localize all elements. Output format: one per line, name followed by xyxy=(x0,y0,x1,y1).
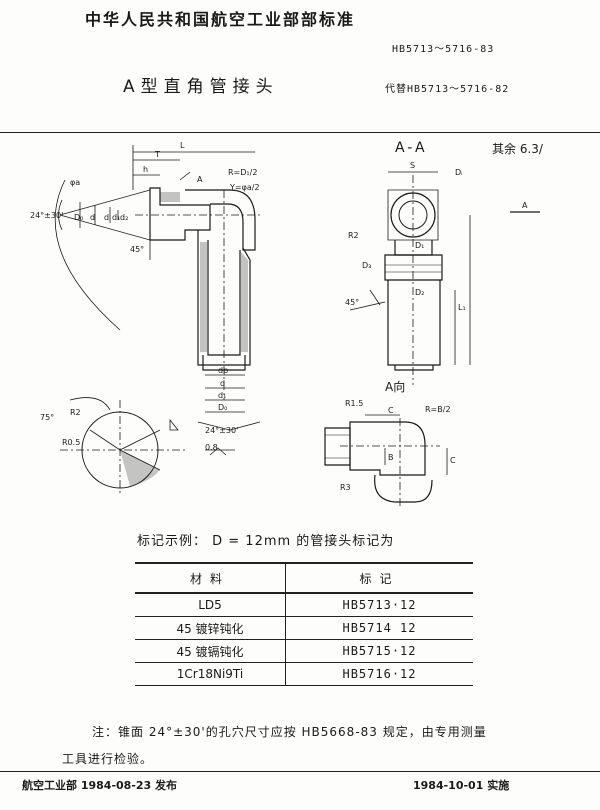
material-cell: 45 镀锌钝化 xyxy=(135,616,286,640)
dim-angle-75: 75° xyxy=(40,413,54,422)
dim-R0-5: R0.5 xyxy=(62,438,80,447)
dim-C2: C xyxy=(450,456,456,465)
part-title: A型直角管接头 xyxy=(123,77,279,97)
dim-angle-24b: 24°±30' xyxy=(205,426,238,435)
dim-Y: Y=φa/2 xyxy=(229,183,260,192)
marking-table: 材料 标记 LD5 HB5713·12 45 镀锌钝化 HB5714 12 45… xyxy=(135,562,473,686)
marking-example: 标记示例： D = 12mm 的管接头标记为 xyxy=(137,534,395,549)
material-cell: 45 镀镉钝化 xyxy=(135,639,286,663)
dim-Di: Dᵢ xyxy=(455,168,463,177)
dim-D2: D₂ xyxy=(415,288,424,297)
marking-cell: HB5713·12 xyxy=(285,592,473,617)
dim-C: C xyxy=(388,406,394,415)
dim-D3: D₃ xyxy=(362,261,371,270)
footer-rule xyxy=(0,771,600,772)
table-row: LD5 HB5713·12 xyxy=(135,592,473,617)
dim-R3: R3 xyxy=(340,483,351,492)
dim-d1-a: d₁ xyxy=(112,213,120,222)
dim-T: T xyxy=(154,150,160,159)
dim-Ds: D₀ xyxy=(218,403,227,412)
dim-R-formula: R=D₁/2 xyxy=(228,168,257,177)
marking-cell: HB5716·12 xyxy=(285,662,473,686)
dim-angle-24: 24°±30' xyxy=(30,211,63,220)
marking-cell: HB5715·12 xyxy=(285,639,473,663)
dim-D0: D₀ xyxy=(74,213,83,222)
dim-angle-45-section: 45° xyxy=(345,298,359,307)
standard-code: HB5713～5716-83 xyxy=(392,44,495,55)
header-marking: 标记 xyxy=(285,562,473,594)
roughness-08: 0.8 xyxy=(205,443,218,452)
dim-B: B xyxy=(388,453,394,462)
dim-d1: d₁ xyxy=(218,391,226,400)
section-ref-a: A xyxy=(197,175,203,184)
section-label: A-A xyxy=(395,140,428,156)
standard-title: 中华人民共和国航空工业部部标准 xyxy=(85,10,356,29)
replaces-code: 代替HB5713～5716-82 xyxy=(385,84,510,95)
dim-dp: dp xyxy=(218,366,228,375)
header-rule xyxy=(0,132,600,133)
table-row: 45 镀镉钝化 HB5715·12 xyxy=(135,639,473,663)
issue-date: 航空工业部 1984-08-23 发布 xyxy=(22,779,178,792)
dim-phi-a: φa xyxy=(70,178,80,187)
view-label: A向 xyxy=(385,380,406,394)
dim-d: d xyxy=(220,379,225,388)
material-cell: 1Cr18Ni9Ti xyxy=(135,662,286,686)
note-line-1: 注：锥面 24°±30'的孔穴尺寸应按 HB5668-83 规定，由专用测量 xyxy=(92,725,487,739)
marking-cell: HB5714 12 xyxy=(285,616,473,640)
dim-R2-section: R2 xyxy=(348,231,359,240)
dim-R2: R2 xyxy=(70,408,81,417)
material-cell: LD5 xyxy=(135,592,286,617)
header-material: 材料 xyxy=(135,562,286,594)
dim-d-b: d xyxy=(104,213,109,222)
dim-L1: L₁ xyxy=(458,303,466,312)
note-line-2: 工具进行检验。 xyxy=(62,752,154,766)
dim-R1-5: R1.5 xyxy=(345,399,363,408)
dim-d2-a: d₂ xyxy=(120,213,128,222)
dim-S: S xyxy=(410,161,415,170)
table-row: 1Cr18Ni9Ti HB5716·12 xyxy=(135,662,473,686)
dim-h: h xyxy=(143,165,148,174)
table-row: 45 镀锌钝化 HB5714 12 xyxy=(135,616,473,640)
dim-L: L xyxy=(180,141,185,150)
dim-d-a: d xyxy=(90,213,95,222)
technical-drawing: L T h A φa 24°±30' D₀ d d d₁ d₂ 45° R=D₁… xyxy=(30,141,540,508)
dim-D1: D₁ xyxy=(415,241,424,250)
table-header-row: 材料 标记 xyxy=(135,562,473,594)
dim-angle-45: 45° xyxy=(130,245,144,254)
view-ref-a: A xyxy=(522,201,528,210)
dim-R-B2: R=B/2 xyxy=(425,405,451,414)
effective-date: 1984-10-01 实施 xyxy=(413,779,510,792)
roughness-note: 其余 6.3/ xyxy=(492,142,543,156)
